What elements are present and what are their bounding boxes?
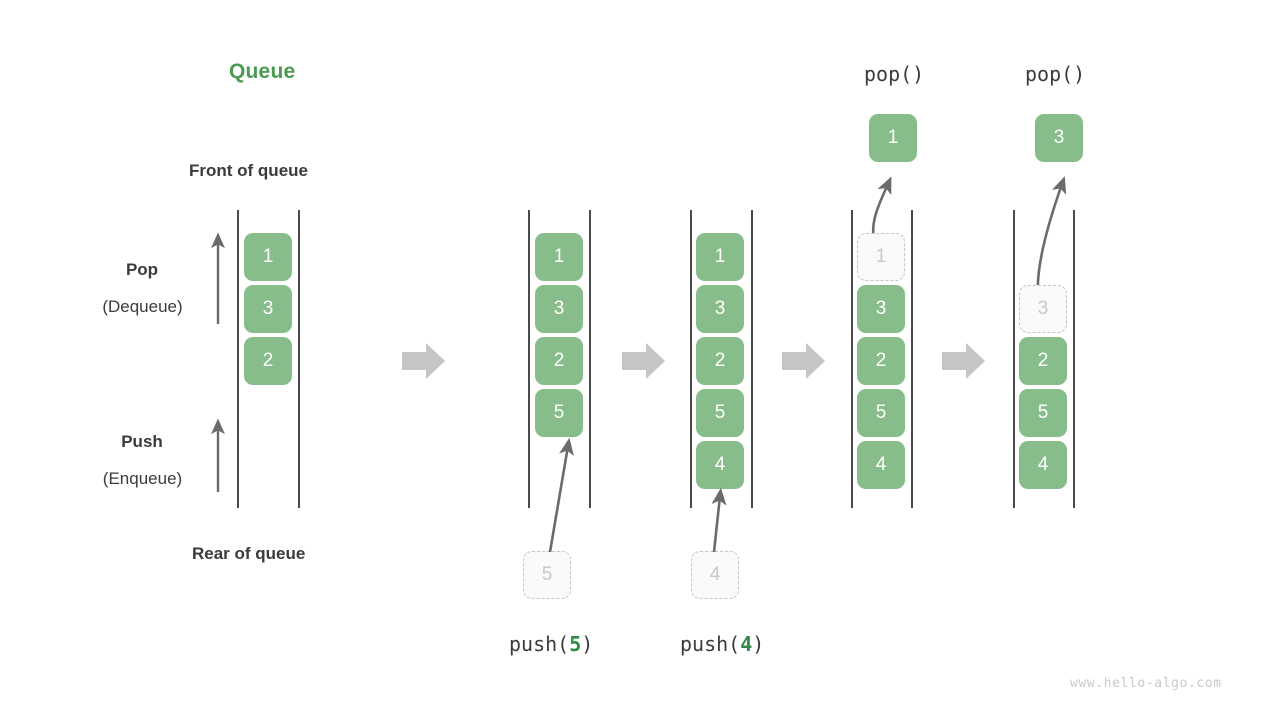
queue-rail-right-p1 bbox=[589, 210, 591, 508]
watermark: www.hello-algo.com bbox=[1070, 676, 1222, 691]
queue-item: 5 bbox=[857, 389, 905, 437]
queue-item-new: 4 bbox=[696, 441, 744, 489]
queue-item-new: 5 bbox=[535, 389, 583, 437]
push-caption-arg: 4 bbox=[740, 632, 753, 656]
push-sublabel: (Enqueue) bbox=[102, 469, 183, 488]
transition-arrow bbox=[782, 343, 825, 379]
incoming-ghost-box: 4 bbox=[691, 551, 739, 599]
queue-rail-left-p4 bbox=[1013, 210, 1015, 508]
popped-value-box: 3 bbox=[1035, 114, 1083, 162]
front-of-queue-label: Front of queue bbox=[189, 161, 308, 180]
queue-item: 2 bbox=[1019, 337, 1067, 385]
queue-rail-left-p1 bbox=[528, 210, 530, 508]
queue-rail-right-p2 bbox=[751, 210, 753, 508]
queue-rail-left-p3 bbox=[851, 210, 853, 508]
removed-ghost-box: 1 bbox=[857, 233, 905, 281]
pop-direction-arrow bbox=[211, 232, 225, 324]
push-caption-p1: push(5) bbox=[509, 632, 593, 656]
pop-caption-p3: pop() bbox=[864, 62, 925, 86]
queue-item: 1 bbox=[535, 233, 583, 281]
rear-of-queue-label: Rear of queue bbox=[192, 544, 306, 563]
queue-item: 2 bbox=[535, 337, 583, 385]
queue-item: 5 bbox=[1019, 389, 1067, 437]
queue-item: 3 bbox=[857, 285, 905, 333]
popped-value-box: 1 bbox=[869, 114, 917, 162]
queue-item: 2 bbox=[244, 337, 292, 385]
pop-label: Pop bbox=[125, 260, 159, 279]
queue-rail-right-p0 bbox=[298, 210, 300, 508]
queue-item: 3 bbox=[535, 285, 583, 333]
push-arrow-p1 bbox=[548, 437, 574, 553]
queue-rail-right-p4 bbox=[1073, 210, 1075, 508]
push-caption-tail: ) bbox=[581, 632, 594, 656]
transition-arrow bbox=[942, 343, 985, 379]
push-label: Push bbox=[121, 432, 163, 451]
push-caption-arg: 5 bbox=[569, 632, 582, 656]
pop-sublabel: (Dequeue) bbox=[102, 297, 183, 316]
removed-ghost-box: 3 bbox=[1019, 285, 1067, 333]
page-title: Queue bbox=[229, 60, 296, 83]
push-caption-fn: push( bbox=[680, 632, 741, 656]
queue-item: 1 bbox=[244, 233, 292, 281]
queue-item: 4 bbox=[857, 441, 905, 489]
queue-item: 4 bbox=[1019, 441, 1067, 489]
push-caption-p2: push(4) bbox=[680, 632, 764, 656]
queue-item: 2 bbox=[857, 337, 905, 385]
queue-item: 5 bbox=[696, 389, 744, 437]
queue-rail-right-p3 bbox=[911, 210, 913, 508]
transition-arrow bbox=[622, 343, 665, 379]
push-arrow-p2 bbox=[711, 487, 727, 553]
queue-item: 3 bbox=[696, 285, 744, 333]
queue-rail-left-p0 bbox=[237, 210, 239, 508]
pop-arrow-p4 bbox=[1036, 176, 1067, 295]
incoming-ghost-box: 5 bbox=[523, 551, 571, 599]
queue-rail-left-p2 bbox=[690, 210, 692, 508]
push-caption-tail: ) bbox=[752, 632, 765, 656]
queue-item: 1 bbox=[696, 233, 744, 281]
pop-caption-p4: pop() bbox=[1025, 62, 1086, 86]
push-direction-arrow bbox=[211, 418, 225, 492]
queue-item: 2 bbox=[696, 337, 744, 385]
push-caption-fn: push( bbox=[509, 632, 570, 656]
queue-item: 3 bbox=[244, 285, 292, 333]
transition-arrow bbox=[402, 343, 445, 379]
